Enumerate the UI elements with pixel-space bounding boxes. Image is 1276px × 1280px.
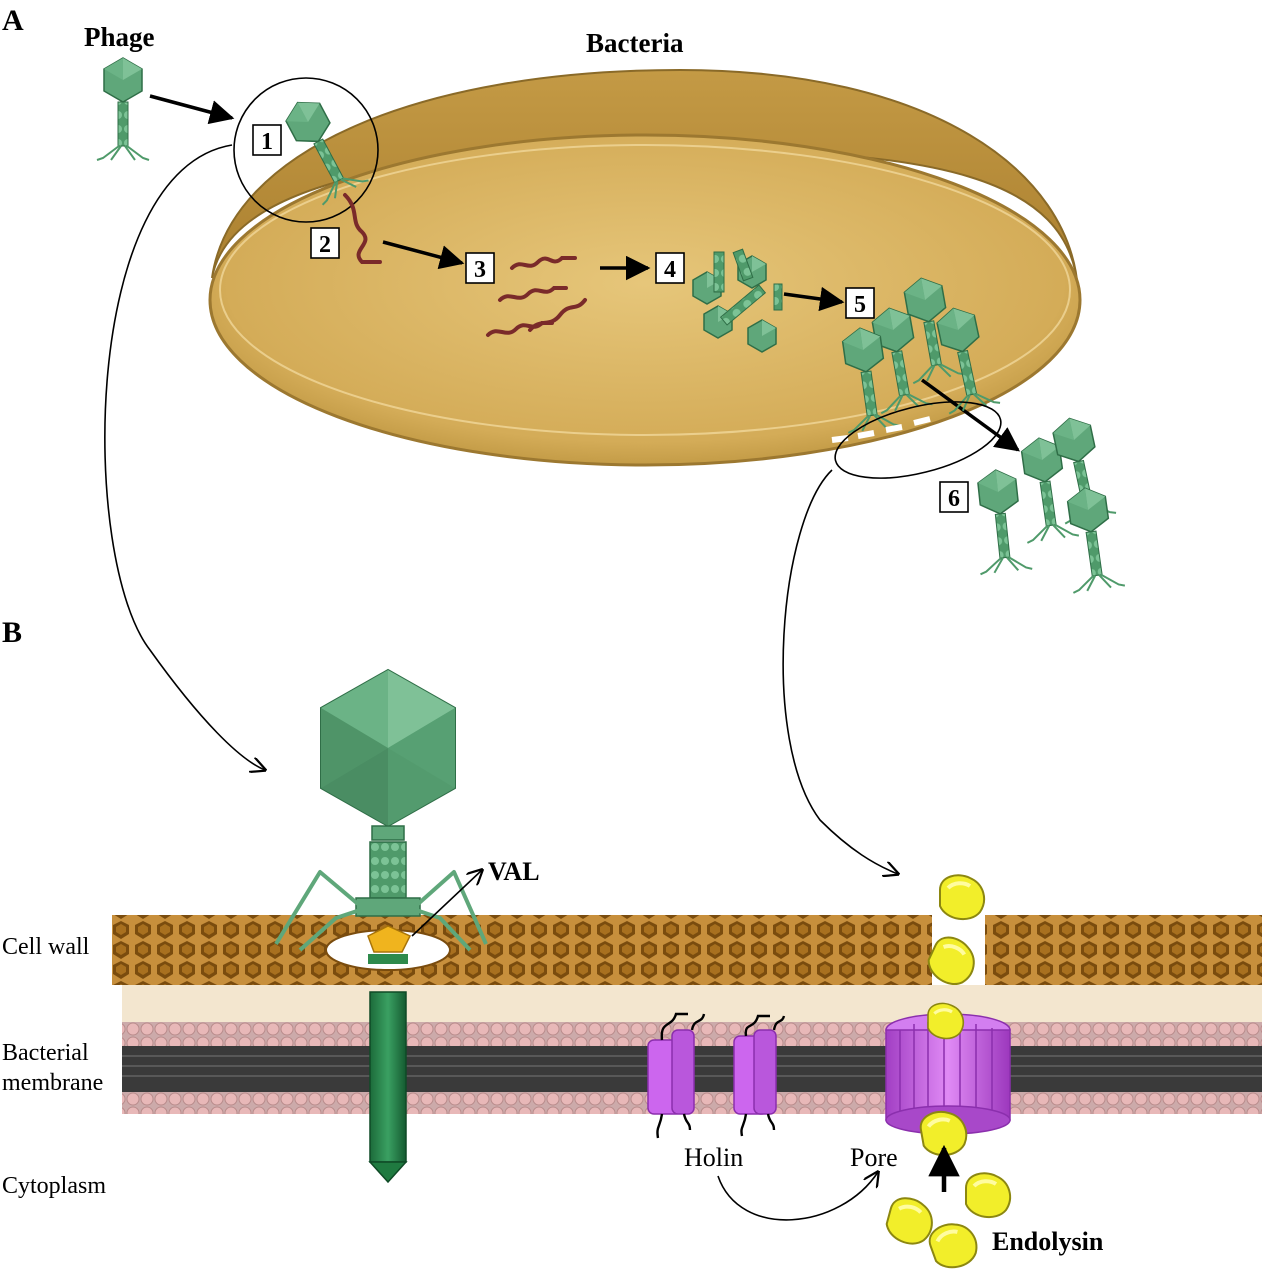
- step-6-number: 6: [948, 486, 960, 512]
- panel-b-label: B: [2, 616, 22, 649]
- step-2-number: 2: [319, 232, 331, 258]
- val-label: VAL: [488, 857, 540, 886]
- step-1-highlight-circle: [233, 77, 379, 223]
- membrane-label-line1: Bacterial: [2, 1040, 89, 1066]
- endolysin-label: Endolysin: [992, 1227, 1104, 1256]
- phage-label: Phage: [84, 22, 155, 52]
- cytoplasm-label: Cytoplasm: [2, 1173, 106, 1199]
- step-arrows: [149, 94, 1020, 452]
- step-5-box: 5: [845, 287, 875, 319]
- holin-label: Holin: [684, 1143, 743, 1172]
- step-5-number: 5: [854, 292, 866, 318]
- cell-wall-label: Cell wall: [2, 934, 90, 960]
- cell-wall: [112, 915, 1262, 985]
- step-4-box: 4: [655, 252, 685, 284]
- pore-label: Pore: [850, 1143, 898, 1172]
- bacteria-label: Bacteria: [586, 28, 684, 58]
- step-1-box: 1: [252, 124, 282, 156]
- step-1-number: 1: [261, 129, 273, 155]
- membrane-label-line2: membrane: [2, 1070, 103, 1096]
- infecting-phage: [274, 668, 488, 1184]
- val-pointer-arrow: [411, 870, 482, 937]
- step-3-box: 3: [465, 252, 495, 284]
- zoom-connectors: [104, 144, 898, 874]
- step-4-number: 4: [664, 257, 676, 283]
- step-2-box: 2: [310, 227, 340, 259]
- panel-a-label: A: [2, 4, 24, 37]
- free-phage-icon: [96, 57, 150, 161]
- holin-proteins: [647, 1012, 786, 1139]
- lysis-gap: [831, 401, 1002, 479]
- phage-dna: [343, 193, 587, 337]
- step-3-number: 3: [474, 257, 486, 283]
- released-phages: [968, 412, 1126, 594]
- step-6-box: 6: [939, 481, 969, 513]
- holin-to-pore-arrow: [717, 1172, 878, 1221]
- phage-assembly-parts: [692, 248, 783, 353]
